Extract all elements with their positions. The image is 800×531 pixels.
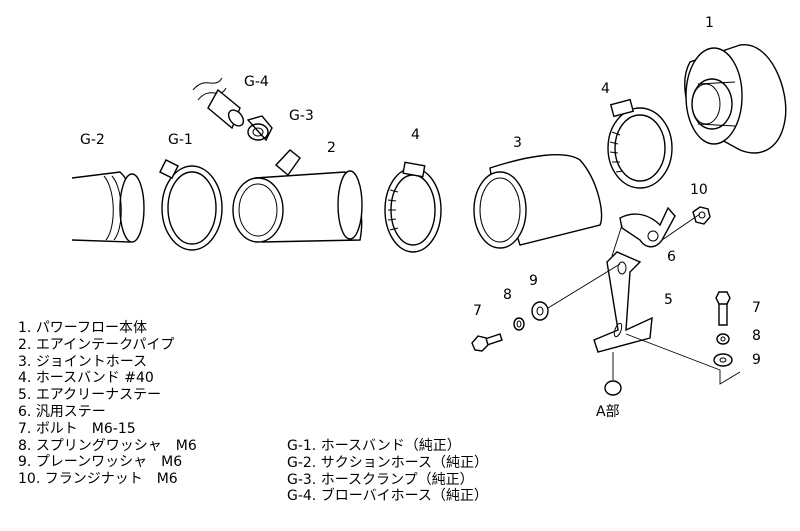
list-item-name: パワーフロー本体 <box>35 320 147 336</box>
list-item-number: 6. <box>18 403 32 420</box>
part-6-stay <box>619 206 676 248</box>
callout-2: 2 <box>327 140 336 156</box>
callout-g4: G-4 <box>244 74 269 90</box>
list-item-name: ボルト M6-15 <box>35 420 136 437</box>
callout-7-right: 7 <box>752 300 761 316</box>
genuine-parts-list: G-1. ホースバンド（純正）G-2. サクションホース（純正）G-3. ホース… <box>287 438 488 505</box>
callout-5: 5 <box>664 292 673 308</box>
list-item: 1. パワーフロー本体 <box>18 320 197 337</box>
assembly-leader-lines <box>547 213 741 385</box>
list-item-number: G-2. <box>287 454 317 471</box>
part-4-hose-band-upper <box>607 98 673 189</box>
hardware-right-set <box>713 291 733 367</box>
list-item-name: サクションホース（純正） <box>320 454 489 471</box>
part-g1-hose-band <box>159 159 223 251</box>
callout-g3: G-3 <box>289 108 314 124</box>
list-item-name: 汎用ステー <box>35 403 106 420</box>
part-3-joint-hose <box>473 154 603 249</box>
callout-6: 6 <box>667 249 676 265</box>
list-item-name: ジョイントホース <box>35 353 148 370</box>
callout-1: 1 <box>705 15 714 31</box>
list-item: 2. エアインテークパイプ <box>18 337 197 354</box>
callout-labels: 1 G-4 4 G-3 4 G-2 G-1 3 2 10 6 8 9 5 7 7… <box>80 15 761 420</box>
list-item-number: 5. <box>18 387 32 404</box>
list-item-number: 7. <box>18 420 32 437</box>
list-item-name: ホースクランプ（純正） <box>320 471 474 488</box>
part-1-air-filter <box>684 44 787 154</box>
callout-detail-a: A部 <box>596 404 620 420</box>
callout-9-right: 9 <box>752 352 761 368</box>
callout-9-left: 9 <box>529 273 538 289</box>
callout-3: 3 <box>513 135 522 151</box>
part-g3-hose-clamp <box>246 115 273 142</box>
part-g4-blowby-hose <box>192 77 245 130</box>
list-item: 8. スプリングワッシャ M6 <box>18 438 197 455</box>
list-item-name: エアクリーナステー <box>35 387 162 404</box>
callout-g2: G-2 <box>80 132 105 148</box>
list-item-name: エアインテークパイプ <box>35 336 175 353</box>
list-item-number: 4. <box>18 370 32 387</box>
list-item-name: ホースバンド（純正） <box>320 438 461 454</box>
list-item-number: 1. <box>18 320 32 336</box>
hardware-left-set <box>471 301 549 352</box>
list-item: 7. ボルト M6-15 <box>18 421 197 438</box>
list-item: G-2. サクションホース（純正） <box>287 455 488 472</box>
part-5-bracket <box>593 251 653 353</box>
list-item-name: プレーンワッシャ M6 <box>35 454 183 471</box>
list-item: 9. プレーンワッシャ M6 <box>18 454 197 471</box>
list-item-name: フランジナット M6 <box>44 471 178 488</box>
part-g2-suction-hose <box>71 171 145 243</box>
list-item-number: 10. <box>18 471 41 488</box>
callout-7-left: 7 <box>473 303 482 319</box>
list-item-number: 8. <box>18 437 32 454</box>
list-item: G-1. ホースバンド（純正） <box>287 438 488 455</box>
list-item-number: 2. <box>18 336 32 353</box>
callout-10: 10 <box>690 182 708 198</box>
callout-4-lower: 4 <box>411 127 420 143</box>
part-10-flange-nut <box>692 206 711 225</box>
part-2-intake-pipe <box>232 149 363 243</box>
list-item-number: G-1. <box>287 438 317 454</box>
callout-8-left: 8 <box>503 287 512 303</box>
list-item-name: ブローバイホース（純正） <box>320 488 488 505</box>
list-item-number: 9. <box>18 454 32 471</box>
callout-8-right: 8 <box>752 328 761 344</box>
list-item: 6. 汎用ステー <box>18 404 197 421</box>
list-item: 10. フランジナット M6 <box>18 471 197 488</box>
callout-4-upper: 4 <box>601 81 610 97</box>
list-item-number: 3. <box>18 353 32 370</box>
list-item-name: ホースバンド #40 <box>35 370 154 387</box>
callout-g1: G-1 <box>168 132 193 148</box>
list-item-name: スプリングワッシャ M6 <box>35 437 197 454</box>
list-item: G-3. ホースクランプ（純正） <box>287 472 488 489</box>
list-item: 4. ホースバンド #40 <box>18 370 197 387</box>
detail-a-marker <box>604 380 622 396</box>
list-item-number: G-3. <box>287 471 317 488</box>
list-item-number: G-4. <box>287 488 317 505</box>
list-item: G-4. ブローバイホース（純正） <box>287 488 488 505</box>
list-item: 3. ジョイントホース <box>18 354 197 371</box>
list-item: 5. エアクリーナステー <box>18 387 197 404</box>
part-4-hose-band-lower <box>384 161 442 253</box>
